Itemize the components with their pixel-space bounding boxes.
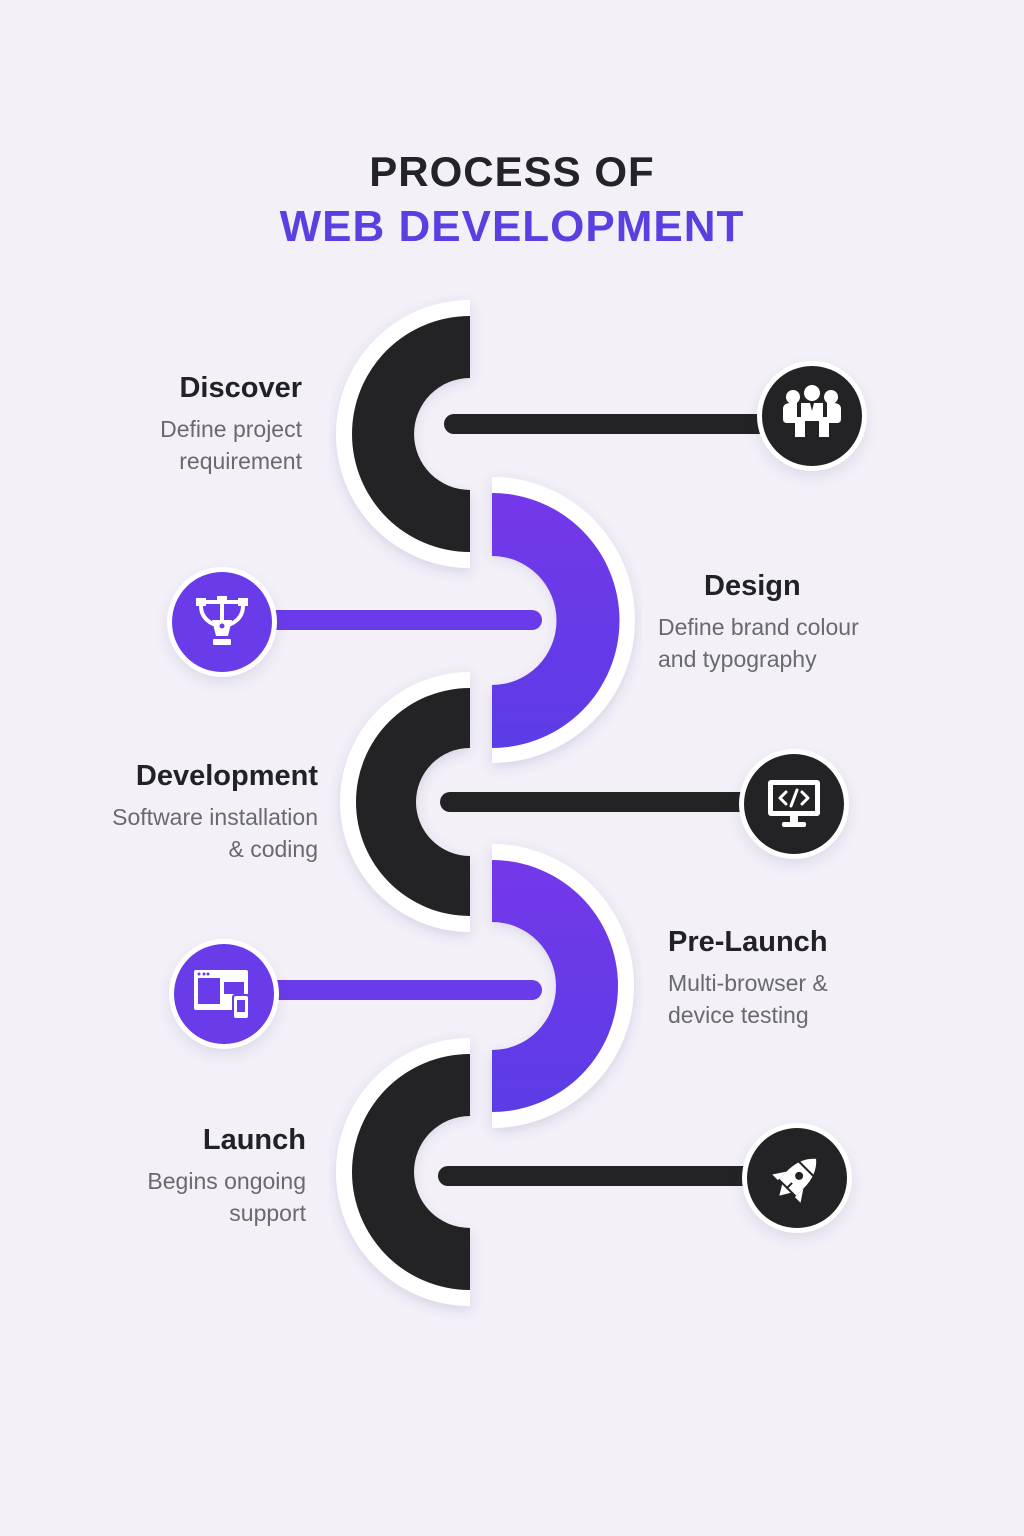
arc-prelaunch: [492, 860, 618, 1112]
step-title: Launch: [202, 1124, 306, 1156]
arc-launch: [352, 1054, 470, 1290]
step-desc-line-2: & coding: [228, 836, 318, 862]
step-title: Development: [135, 760, 318, 792]
step-desc-line-2: device testing: [668, 1002, 809, 1028]
step-desc-line-1: Software installation: [112, 804, 318, 830]
step-desc-line-2: requirement: [179, 448, 302, 474]
title-line-2: WEB DEVELOPMENT: [279, 202, 745, 251]
arc-development: [356, 688, 470, 916]
step-title: Discover: [179, 372, 302, 404]
step-launch: Launch Begins ongoing support: [147, 1124, 306, 1229]
step-desc-line-1: Multi-browser &: [668, 970, 828, 996]
step-prelaunch: Pre-Launch Multi-browser & device testin…: [668, 926, 828, 1031]
title-line-1: PROCESS OF: [369, 148, 655, 195]
step-discover: Discover Define project requirement: [160, 372, 302, 477]
pen-tool-icon: [172, 572, 272, 672]
step-desc-line-1: Define project: [160, 416, 302, 442]
responsive-devices-icon: [174, 944, 274, 1044]
step-development: Development Software installation & codi…: [112, 760, 318, 865]
step-design: Design Define brand colour and typograph…: [658, 570, 859, 675]
team-meeting-icon: [762, 366, 862, 466]
arc-discover: [352, 316, 470, 552]
step-desc-line-2: and typography: [658, 646, 817, 672]
step-desc-line-1: Begins ongoing: [147, 1168, 306, 1194]
step-desc-line-2: support: [229, 1200, 306, 1226]
arc-design: [492, 493, 620, 748]
step-desc-line-1: Define brand colour: [658, 614, 859, 640]
step-title: Pre-Launch: [668, 926, 828, 958]
code-monitor-icon: [744, 754, 844, 854]
rocket-icon: [747, 1128, 847, 1228]
step-title: Design: [704, 570, 801, 602]
